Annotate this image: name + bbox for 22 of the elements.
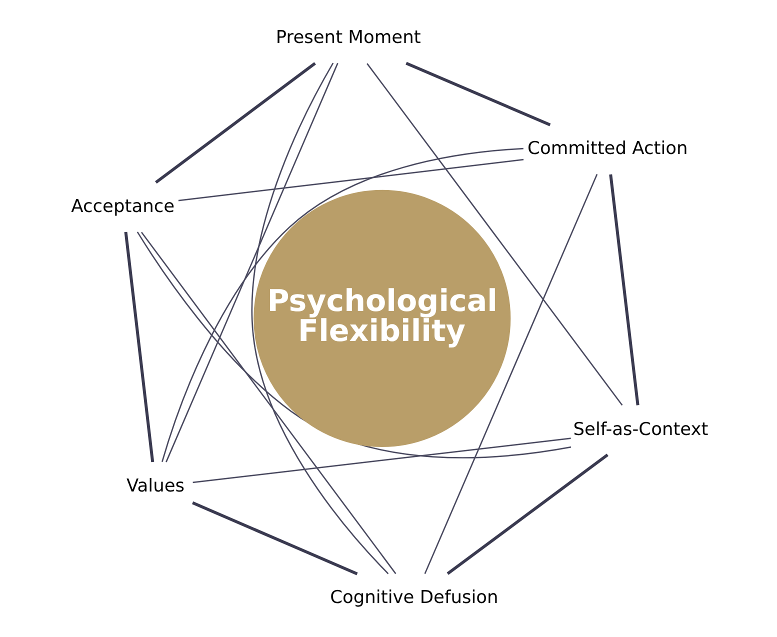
connector (366, 63, 622, 406)
connector (160, 148, 523, 462)
connector (192, 501, 358, 576)
connector (154, 62, 316, 184)
connector (178, 158, 524, 202)
connector (136, 232, 571, 458)
connector (165, 62, 338, 462)
node-text: Committed Action (527, 139, 688, 160)
connector (124, 232, 154, 462)
node-text: Present Moment (275, 28, 420, 48)
node-text: Values (126, 476, 184, 496)
connector (608, 174, 639, 406)
connector (405, 62, 550, 126)
node-circle: Psychological Flexibility (253, 190, 510, 448)
connector (192, 438, 570, 484)
connector (250, 62, 388, 574)
connector (140, 232, 396, 574)
connector (424, 174, 598, 574)
connector (446, 454, 608, 575)
node-text: Cognitive Defusion (330, 588, 498, 608)
node-text: Acceptance (70, 196, 174, 217)
node-text: Self-as-Context (572, 420, 708, 440)
